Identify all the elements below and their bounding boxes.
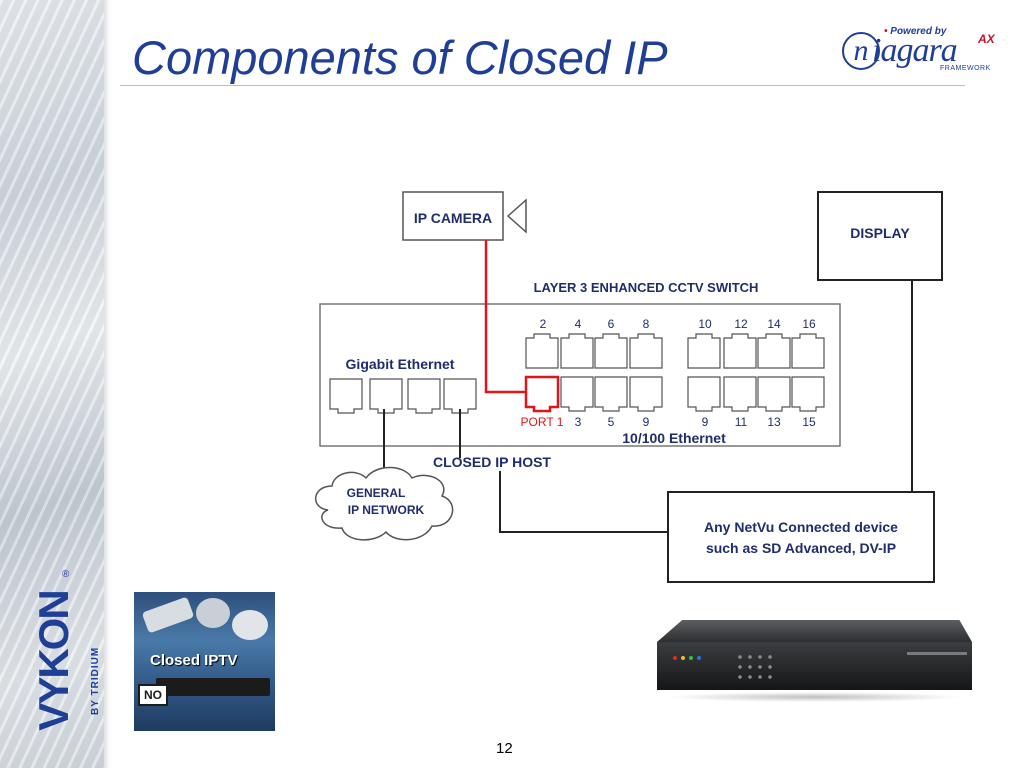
- camera-to-port1-link: [484, 240, 526, 394]
- ethernet-port: [687, 376, 721, 412]
- ethernet-port: [791, 333, 825, 369]
- dvr-top-panel: [657, 620, 972, 642]
- gigabit-port: [369, 378, 403, 414]
- ethernet-port: [723, 376, 757, 412]
- closed-iptv-image: Closed IPTV NO: [134, 592, 275, 731]
- iptv-badge: NO: [138, 684, 168, 706]
- host-to-device-link: [499, 471, 668, 533]
- slide-title: Components of Closed IP: [132, 31, 668, 84]
- gigabit-port: [443, 378, 477, 414]
- dvr-led-yellow: [681, 656, 685, 660]
- ethernet-port: [594, 376, 628, 412]
- niagara-logo: • Powered by n iagara AX FRAMEWORK: [842, 26, 1000, 76]
- port-1-label: PORT 1: [521, 415, 564, 429]
- gigabit-port: [407, 378, 441, 414]
- port-number: 9: [702, 415, 709, 429]
- dvr-device-image: [655, 620, 975, 710]
- port-1: [524, 375, 560, 413]
- network-label-line2: IP NETWORK: [348, 503, 425, 517]
- ethernet-port: [629, 376, 663, 412]
- dvr-shadow: [665, 692, 965, 702]
- ethernet-port: [629, 333, 663, 369]
- ethernet-port: [757, 376, 791, 412]
- port-number: 13: [767, 415, 781, 429]
- ethernet-port: [687, 333, 721, 369]
- sidebar-texture: [0, 0, 104, 768]
- dome-camera-graphic: [232, 610, 268, 640]
- device-label-line2: such as SD Advanced, DV-IP: [706, 540, 896, 556]
- closed-ip-host-label: CLOSED IP HOST: [433, 454, 551, 470]
- switch-title: LAYER 3 ENHANCED CCTV SWITCH: [534, 280, 759, 295]
- ip-network-cloud-icon: [315, 466, 454, 541]
- vykon-byline: BY TRIDIUM: [90, 646, 101, 715]
- display-box: [817, 191, 943, 281]
- network-label-line1: GENERAL: [347, 486, 406, 500]
- port-number: 12: [734, 317, 748, 331]
- ethernet-port: [560, 333, 594, 369]
- logo-n-mark: n: [842, 32, 880, 70]
- iptv-caption: Closed IPTV: [150, 652, 238, 669]
- dvr-led-red: [673, 656, 677, 660]
- port-number: 2: [540, 317, 547, 331]
- ip-camera-box: [402, 191, 504, 241]
- port-number: 8: [643, 317, 650, 331]
- port-number: 4: [575, 317, 582, 331]
- logo-powered-by: • Powered by: [884, 26, 947, 37]
- sidebar-background: [0, 0, 104, 768]
- ethernet-port: [594, 333, 628, 369]
- logo-wordmark: iagara: [872, 32, 958, 69]
- dvr-buttons: [735, 652, 775, 682]
- dome-camera-graphic: [196, 598, 230, 628]
- ethernet-port: [560, 376, 594, 412]
- port-number: 6: [608, 317, 615, 331]
- vykon-registered-mark: ®: [62, 569, 70, 580]
- port-number: 3: [575, 415, 582, 429]
- port-number: 9: [643, 415, 650, 429]
- recorder-graphic: [156, 678, 270, 696]
- network-diagram: IP CAMERA DISPLAY LAYER 3 ENHANCED CCTV …: [315, 191, 943, 583]
- port-number: 5: [608, 415, 615, 429]
- port-number: 14: [767, 317, 781, 331]
- logo-framework: FRAMEWORK: [940, 65, 991, 72]
- gigabit-port: [329, 378, 363, 414]
- display-label: DISPLAY: [850, 225, 910, 241]
- gigabit-ethernet-label: Gigabit Ethernet: [346, 356, 455, 372]
- vykon-logo: ® VYKON BY TRIDIUM: [24, 569, 101, 745]
- title-divider: [120, 85, 965, 86]
- camera-graphic: [141, 596, 195, 634]
- port-number: 15: [802, 415, 816, 429]
- netvu-device-box: [667, 491, 935, 583]
- dvr-front-panel: [657, 642, 972, 690]
- logo-ax: AX: [978, 32, 995, 46]
- port-number: 10: [698, 317, 712, 331]
- dvr-display-strip: [907, 652, 967, 655]
- fast-ethernet-label: 10/100 Ethernet: [622, 430, 726, 446]
- dvr-led-green: [689, 656, 693, 660]
- device-label-line1: Any NetVu Connected device: [704, 519, 898, 535]
- cctv-switch-box: [319, 303, 841, 447]
- page-number: 12: [496, 740, 513, 757]
- ethernet-port: [757, 333, 791, 369]
- port-number: 11: [735, 415, 748, 429]
- ethernet-port: [525, 333, 559, 369]
- ip-camera-label: IP CAMERA: [414, 210, 492, 226]
- sidebar-shadow: [104, 0, 110, 768]
- ethernet-port: [791, 376, 825, 412]
- dvr-led-blue: [697, 656, 701, 660]
- vykon-wordmark: VYKON: [30, 591, 77, 731]
- port-number: 16: [802, 317, 816, 331]
- ethernet-port: [723, 333, 757, 369]
- camera-lens-icon: [506, 198, 527, 234]
